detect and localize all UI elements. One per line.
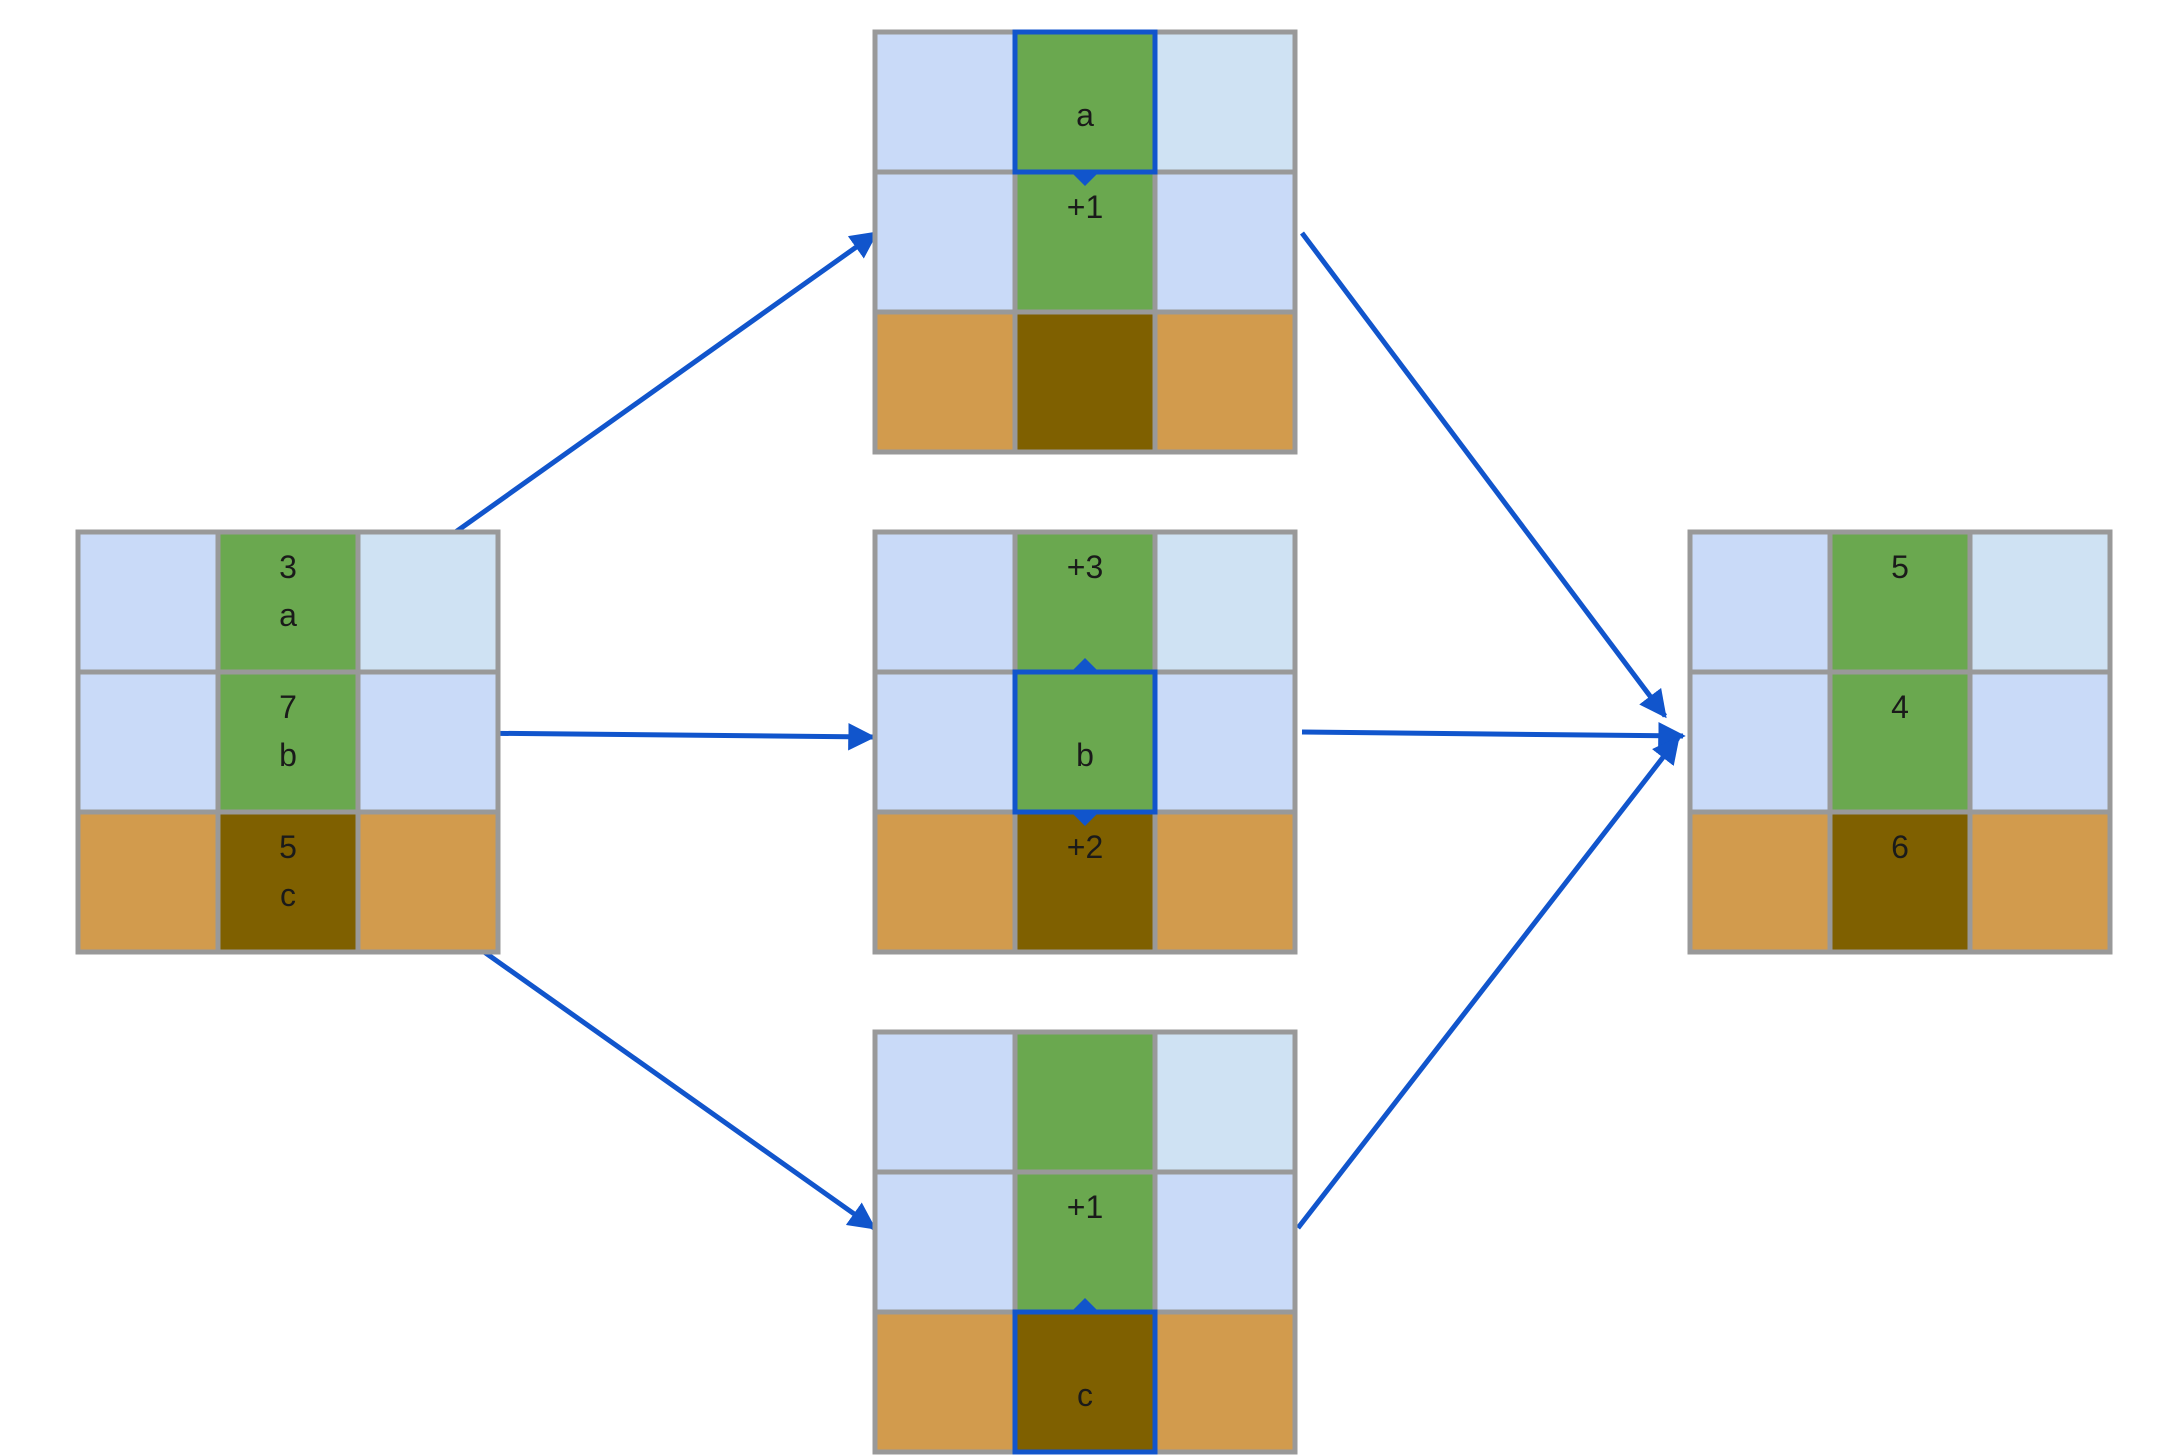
grid-bottom-caret-0 (1071, 1298, 1099, 1312)
grid-output-cell-r0-c1 (1827, 529, 1973, 675)
grid-middle: +3 b +2 (872, 529, 1298, 955)
grid-top-cell-r2-c1 (1012, 309, 1158, 455)
grid-output-cell-r0-c0 (1687, 529, 1833, 675)
grid-middle-r2-line1: +2 (1067, 829, 1103, 865)
grid-bottom: +1 c (872, 1029, 1298, 1455)
grid-input: 3 a 7 b 5 c (75, 529, 501, 955)
grid-middle-cell-r0-c0 (872, 529, 1018, 675)
grid-output-cell-r0-c2 (1967, 529, 2113, 675)
grid-top-cell-r1-c1 (1012, 169, 1158, 315)
grid-input-r0-line2: a (279, 597, 297, 633)
grid-input-r1-line1: 7 (279, 689, 297, 725)
grid-input-cell-r2-c0 (75, 809, 221, 955)
grid-middle-caret-0 (1071, 658, 1099, 672)
grid-bottom-cell-r2-c1 (1012, 1309, 1158, 1455)
grid-output: 5 4 6 (1687, 529, 2113, 955)
grid-bottom-r2-line2: c (1077, 1377, 1093, 1413)
grid-bottom-cell-r2-c0 (872, 1309, 1018, 1455)
grid-output-cell-r1-c1 (1827, 669, 1973, 815)
grid-top-caret-0 (1071, 172, 1099, 186)
grid-output-cell-r1-c0 (1687, 669, 1833, 815)
grid-top-cell-r0-c0 (872, 29, 1018, 175)
grid-top-cell-r2-c0 (872, 309, 1018, 455)
grid-output-cell-r2-c1 (1827, 809, 1973, 955)
grid-input-cell-r0-c2 (355, 529, 501, 675)
grid-bottom-cell-r2-c2 (1152, 1309, 1298, 1455)
grid-input-r2-line1: 5 (279, 829, 297, 865)
grid-middle-cell-r1-c0 (872, 669, 1018, 815)
grid-output-r1-line1: 4 (1891, 689, 1909, 725)
grid-input-r1-line2: b (279, 737, 297, 773)
grid-output-cell-r1-c2 (1967, 669, 2113, 815)
grid-middle-r1-line2: b (1076, 737, 1094, 773)
grid-middle-cell-r2-c0 (872, 809, 1018, 955)
grids: 3 a 7 b 5 c a +1 +3 b +2 +1 c 5 4 6 (75, 29, 2113, 1455)
grid-middle-cell-r2-c2 (1152, 809, 1298, 955)
grid-output-cell-r2-c0 (1687, 809, 1833, 955)
grid-top-r1-line1: +1 (1067, 189, 1103, 225)
grid-input-cell-r0-c0 (75, 529, 221, 675)
grid-input-cell-r1-c2 (355, 669, 501, 815)
grid-bottom-cell-r0-c0 (872, 1029, 1018, 1175)
grid-bottom-cell-r1-c0 (872, 1169, 1018, 1315)
grid-top-cell-r1-c2 (1152, 169, 1298, 315)
arrow-top-to-output (1300, 231, 1667, 719)
grid-middle-caret-1 (1071, 812, 1099, 826)
grid-top-cell-r1-c0 (872, 169, 1018, 315)
grid-input-r2-line2: c (280, 877, 296, 913)
grid-middle-cell-r0-c2 (1152, 529, 1298, 675)
grid-input-r0-line1: 3 (279, 549, 297, 585)
grid-middle-r0-line1: +3 (1067, 549, 1103, 585)
grid-middle-cell-r1-c2 (1152, 669, 1298, 815)
grid-bottom-r1-line1: +1 (1067, 1189, 1103, 1225)
grid-top-cell-r0-c2 (1152, 29, 1298, 175)
grid-bottom-cell-r0-c1 (1012, 1029, 1158, 1175)
grid-bottom-cell-r0-c2 (1152, 1029, 1298, 1175)
arrow-middle-to-output (1301, 721, 1686, 750)
grid-top-cell-r2-c2 (1152, 309, 1298, 455)
grid-bottom-cell-r1-c2 (1152, 1169, 1298, 1315)
grid-output-r0-line1: 5 (1891, 549, 1909, 585)
grid-input-cell-r2-c2 (355, 809, 501, 955)
grid-top-r0-line2: a (1076, 97, 1094, 133)
grid-top: a +1 (872, 29, 1298, 455)
grid-output-r2-line1: 6 (1891, 829, 1909, 865)
grid-input-cell-r1-c0 (75, 669, 221, 815)
grid-output-cell-r2-c2 (1967, 809, 2113, 955)
arrow-bottom-to-output (1296, 735, 1680, 1230)
